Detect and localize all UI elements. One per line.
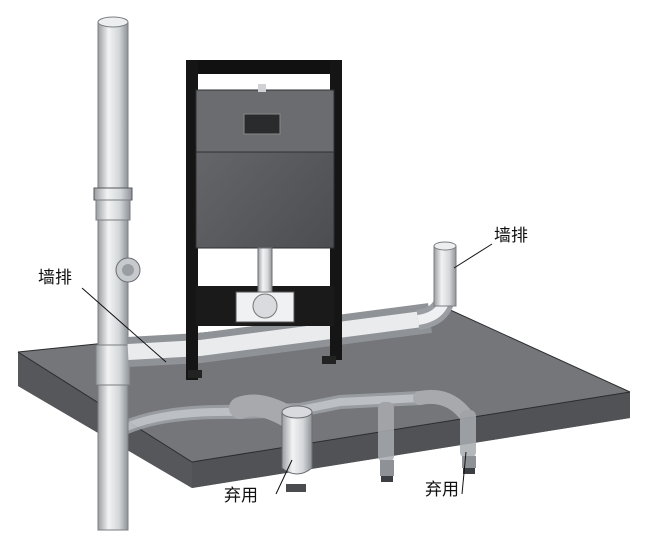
label-abandoned-left: 弃用 [224, 486, 258, 506]
abandoned-drain-left [281, 405, 313, 492]
abandoned-drain-right [380, 456, 476, 482]
vertical-stack-pipe [93, 16, 141, 531]
flush-plate [243, 113, 281, 135]
label-wall-drain-right: 墙排 [494, 226, 528, 246]
label-abandoned-right: 弃用 [425, 480, 459, 500]
horizontal-drain-pipe [127, 241, 457, 367]
toilet-frame [186, 60, 342, 380]
leader-lines [81, 243, 493, 495]
label-wall-drain-left: 墙排 [38, 268, 72, 288]
under-slab-pipes [113, 390, 476, 462]
